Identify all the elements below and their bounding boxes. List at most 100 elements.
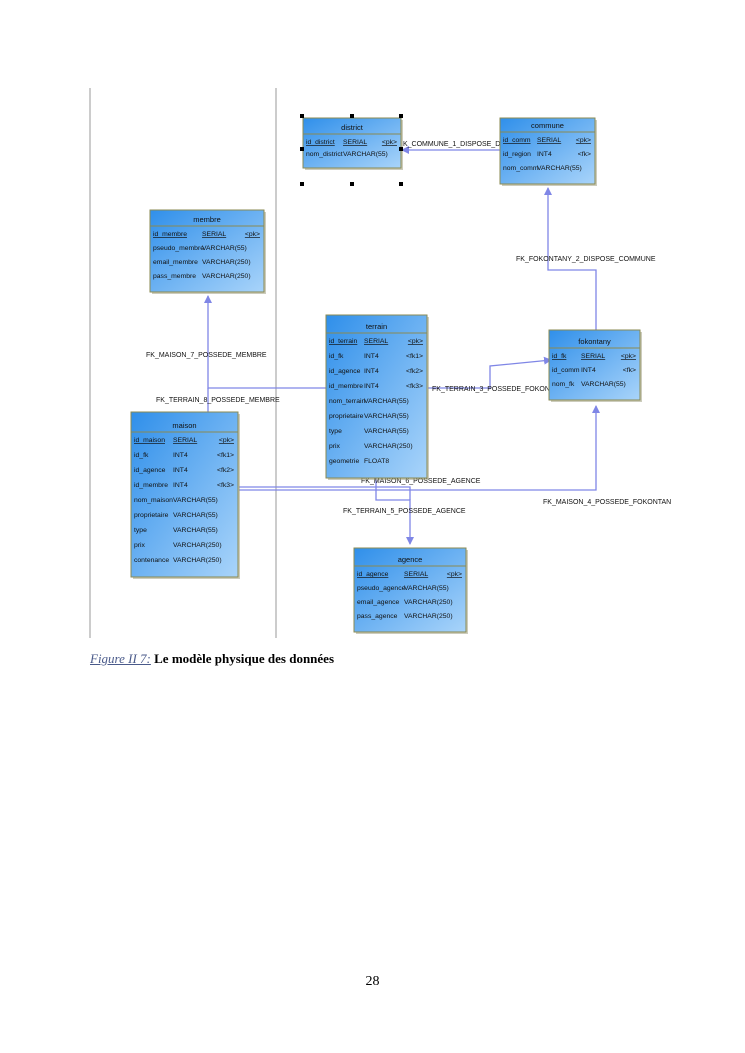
entity-field-row: prix VARCHAR(250) — [134, 542, 222, 549]
field-name: nom_district — [306, 151, 343, 158]
field-name: prix — [134, 542, 146, 549]
entity-title-agence: agence — [398, 555, 423, 564]
entity-title-membre: membre — [193, 215, 221, 224]
field-type: VARCHAR(55) — [173, 527, 218, 534]
field-type: VARCHAR(55) — [537, 165, 582, 172]
connector-fokontany-commune — [544, 187, 597, 330]
field-type: SERIAL — [173, 437, 197, 444]
field-type: SERIAL — [537, 137, 561, 144]
field-name: pseudo_agence — [357, 585, 406, 592]
field-type: FLOAT8 — [364, 458, 389, 465]
field-name: id_district — [306, 139, 335, 146]
selection-handles — [300, 114, 403, 186]
field-type: VARCHAR(55) — [404, 585, 449, 592]
field-name: id_fk — [134, 452, 149, 459]
entity-field-row: email_agence VARCHAR(250) — [357, 599, 453, 606]
label-fk-maison-membre: FK_MAISON_7_POSSEDE_MEMBRE — [146, 352, 267, 359]
field-name: id_fk — [552, 353, 567, 360]
entity-field-row: id_terrain SERIAL <pk> — [329, 338, 423, 345]
field-key: <pk> — [576, 137, 591, 144]
field-name: proprietaire — [329, 413, 364, 420]
field-name: pass_membre — [153, 273, 196, 280]
entity-field-row: id_district SERIAL <pk> — [306, 139, 397, 146]
field-name: nom_comm — [503, 165, 539, 172]
field-name: nom_terrain — [329, 398, 365, 405]
field-key: <fk3> — [406, 383, 423, 390]
field-key: <fk> — [578, 151, 591, 158]
figure-label: Figure II 7: — [90, 651, 151, 666]
field-name: email_agence — [357, 599, 400, 606]
field-name: id_agence — [329, 368, 361, 375]
field-key: <pk> — [382, 139, 397, 146]
field-type: VARCHAR(55) — [364, 413, 409, 420]
field-key: <fk3> — [217, 482, 234, 489]
field-type: VARCHAR(250) — [364, 443, 413, 450]
field-type: VARCHAR(250) — [404, 599, 453, 606]
field-key: <fk2> — [217, 467, 234, 474]
field-key: <fk> — [623, 367, 636, 374]
field-type: VARCHAR(250) — [404, 613, 453, 620]
label-fk-commune-district: K_COMMUNE_1_DISPOSE_DISTRIC — [403, 141, 523, 148]
field-type: SERIAL — [202, 231, 226, 238]
label-fk-terrain-membre: FK_TERRAIN_8_POSSEDE_MEMBRE — [156, 397, 280, 404]
field-type: SERIAL — [404, 571, 428, 578]
entity-field-row: pass_agence VARCHAR(250) — [357, 613, 453, 620]
field-type: SERIAL — [343, 139, 367, 146]
field-type: INT4 — [581, 367, 596, 374]
er-diagram: K_COMMUNE_1_DISPOSE_DISTRIC FK_FOKONTANY… — [89, 88, 671, 638]
field-name: proprietaire — [134, 512, 169, 519]
field-type: INT4 — [537, 151, 552, 158]
field-type: VARCHAR(55) — [364, 428, 409, 435]
label-fk-fokontany-commune: FK_FOKONTANY_2_DISPOSE_COMMUNE — [516, 256, 656, 263]
field-type: VARCHAR(250) — [202, 259, 251, 266]
field-key: <fk1> — [406, 353, 423, 360]
field-type: VARCHAR(55) — [364, 398, 409, 405]
field-name: id_membre — [329, 383, 363, 390]
field-name: id_comm — [552, 367, 580, 374]
field-name: id_region — [503, 151, 531, 158]
entity-title-fokontany: fokontany — [578, 337, 611, 346]
figure-caption: Figure II 7: Le modèle physique des donn… — [90, 651, 334, 667]
field-type: SERIAL — [581, 353, 605, 360]
connector-terrain-membre — [204, 295, 326, 389]
field-type: INT4 — [173, 467, 188, 474]
field-type: VARCHAR(250) — [173, 542, 222, 549]
field-type: INT4 — [173, 482, 188, 489]
field-name: id_agence — [357, 571, 389, 578]
page-number: 28 — [365, 974, 380, 989]
field-key: <pk> — [219, 437, 234, 444]
label-fk-maison-agence: FK_MAISON_6_POSSEDE_AGENCE — [361, 478, 481, 485]
field-type: INT4 — [173, 452, 188, 459]
field-name: pass_agence — [357, 613, 398, 620]
field-key: <pk> — [408, 338, 423, 345]
field-name: id_terrain — [329, 338, 358, 345]
field-type: VARCHAR(55) — [173, 512, 218, 519]
field-type: VARCHAR(55) — [343, 151, 388, 158]
field-type: VARCHAR(55) — [581, 381, 626, 388]
entity-title-maison: maison — [172, 421, 196, 430]
field-type: INT4 — [364, 368, 379, 375]
entity-title-commune: commune — [531, 121, 564, 130]
label-fk-maison-fokontany: FK_MAISON_4_POSSEDE_FOKONTAN — [543, 499, 671, 506]
field-type: VARCHAR(250) — [202, 273, 251, 280]
field-name: type — [329, 428, 342, 435]
field-type: SERIAL — [364, 338, 388, 345]
